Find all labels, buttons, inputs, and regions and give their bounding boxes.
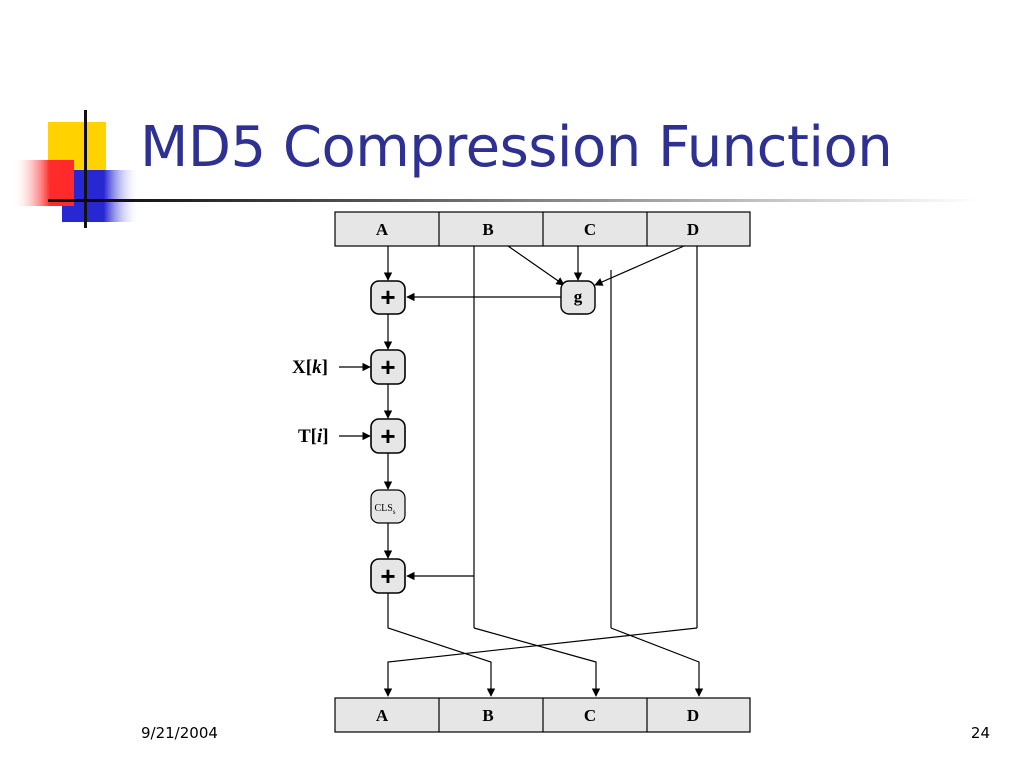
adder-symbol: +	[380, 561, 395, 591]
arrow-adder4-to-out-b	[387, 593, 496, 697]
adder-node-1: +	[370, 280, 406, 315]
arrow-b-to-out-c	[473, 627, 601, 697]
adder-symbol: +	[380, 282, 395, 312]
adder-node-3: +	[370, 418, 406, 454]
shift-label: CLSs	[374, 503, 395, 516]
input-registers: A B C D	[334, 211, 751, 247]
footer-date: 9/21/2004	[141, 724, 218, 742]
deco-red-square	[14, 160, 74, 206]
adder-node-2: +	[370, 349, 406, 385]
page-number: 24	[970, 724, 990, 742]
message-word-label: X[k]	[292, 357, 328, 378]
arrow-d-to-g	[594, 245, 685, 286]
constant-label: T[i]	[298, 426, 329, 447]
input-register-c: C	[584, 220, 596, 239]
arrow-d-to-out-a	[383, 627, 698, 697]
data-flow-lines	[339, 245, 704, 697]
slide-title: MD5 Compression Function	[140, 115, 893, 180]
arrow-c-to-out-d	[610, 627, 704, 697]
output-register-c: C	[584, 706, 596, 725]
output-register-b: B	[482, 706, 493, 725]
g-function-node: g	[560, 280, 596, 315]
input-register-a: A	[376, 220, 389, 239]
deco-vertical-line	[84, 110, 87, 228]
title-underline	[48, 199, 978, 202]
arrow-b-to-g	[507, 245, 565, 286]
adder-symbol: +	[380, 352, 395, 382]
input-register-d: D	[687, 220, 699, 239]
output-register-a: A	[376, 706, 389, 725]
input-register-b: B	[482, 220, 493, 239]
circular-shift-node: CLSs	[370, 489, 406, 524]
output-registers: A B C D	[334, 697, 751, 733]
g-function-label: g	[574, 287, 583, 306]
deco-blue-square	[62, 170, 138, 222]
adder-node-4: +	[370, 558, 406, 594]
adder-symbol: +	[380, 421, 395, 451]
output-register-d: D	[687, 706, 699, 725]
